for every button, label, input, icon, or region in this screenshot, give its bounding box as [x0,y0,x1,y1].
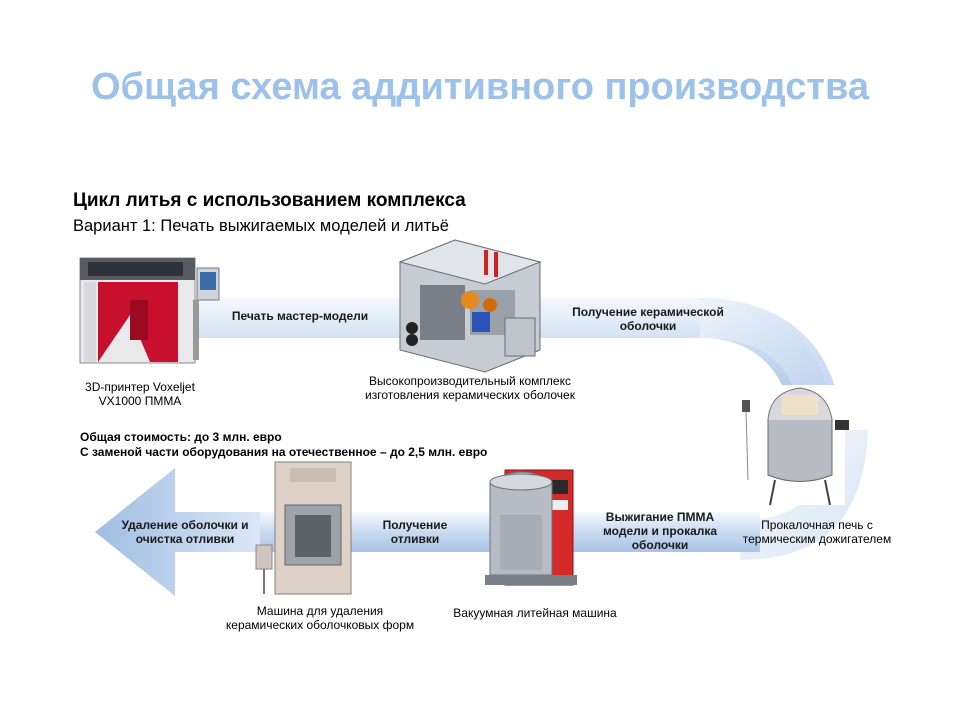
equipment-label-complex: Высокопроизводительный комплекс изготовл… [365,374,575,402]
arrow-label-ceramic-shell: Получение керамической оболочки [572,305,724,333]
arrow-label-burnout: Выжигание ПММА модели и прокалка оболочк… [602,510,718,552]
cost-total: Общая стоимость: до 3 млн. евро [80,430,282,444]
voxeljet-printer-image [79,257,220,364]
shell-complex-image [398,239,542,373]
flow-arrowhead-left [95,468,260,596]
equipment-label-remover: Машина для удаления керамических оболочк… [225,604,415,632]
flow-band-top [190,298,830,405]
arrow-label-shell-removal: Удаление оболочки и очистка отливки [121,518,249,546]
cost-domestic: С заменой части оборудования на отечеств… [80,445,488,459]
cost-note: Общая стоимость: до 3 млн. евро С замено… [80,430,487,460]
vacuum-casting-machine-image [485,469,577,586]
equipment-label-printer: 3D-принтер Voxeljet VX1000 ПММА [85,380,195,408]
shell-removal-machine-image [255,461,352,595]
arrow-label-print-master: Печать мастер-модели [231,309,369,323]
furnace-image [735,385,849,506]
slide-title: Общая схема аддитивного производства [90,66,870,108]
diagram-heading: Цикл литья с использованием комплекса [73,190,466,211]
arrow-label-casting: Получение отливки [382,518,448,546]
equipment-label-vacuum: Вакуумная литейная машина [453,606,617,620]
flow-band-curve [700,298,840,410]
diagram-subheading: Вариант 1: Печать выжигаемых моделей и л… [73,217,449,235]
equipment-label-furnace: Прокалочная печь с термическим дожигател… [742,518,892,546]
